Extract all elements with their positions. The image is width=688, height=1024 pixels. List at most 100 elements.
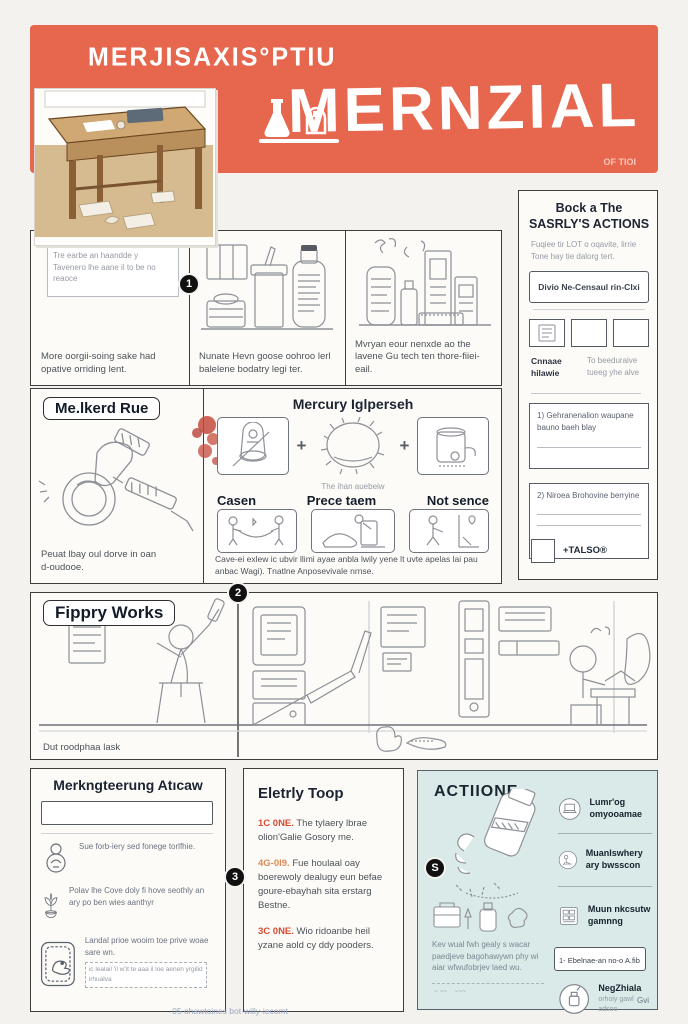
row4-left-item-1: Sue forb-iery sed fonege torlfhie.	[41, 841, 217, 875]
laptop-icon	[558, 798, 581, 820]
divider	[432, 983, 544, 984]
step-3: 3C 0NE. Wio ridoanbe heil yzane aold cy …	[258, 925, 390, 954]
actions-item-3: Muun nkcsutw gamnng	[558, 887, 652, 945]
flask-and-bell-icon	[259, 99, 339, 143]
document-icon	[538, 324, 556, 342]
divider	[41, 833, 213, 834]
row3-panel: Fippry Works	[30, 584, 658, 760]
row2-panel-group: Me.lkerd Rue Peuat lbay oul dorve in oan…	[30, 388, 502, 584]
step-2-lead: 4G-0I9.	[258, 857, 290, 869]
sidebar-intro: Fuqiee tir LOT o oqavite, lirrie Tone ha…	[531, 240, 637, 261]
supplies-icons	[433, 902, 528, 932]
plus-sign: +	[399, 436, 410, 455]
row4-left-item-3-text: Landal prioe wooim toe prive woae sare w…	[84, 936, 209, 957]
divider	[533, 309, 645, 310]
row2-left-caption: Peuat lbay oul dorve in oan d-oudooe.	[41, 549, 157, 574]
row4-left-fine-print: ic lealail 'il w'it te aaa il loe aenen …	[88, 966, 203, 983]
sidebar-item-1[interactable]: 1) Gehranenalion waupane bauno baeh blay	[529, 403, 649, 469]
step-2: 4G-0I9. Fue houlaal oay boerewoly dealug…	[258, 857, 390, 914]
sidebar-title: Bock a The SASRLY'S ACTIONS	[528, 201, 650, 231]
actions-item-1-label: Lumr'og omyooamae	[589, 797, 642, 819]
flower-pot-icon	[44, 893, 58, 918]
step-badge-2: 2	[229, 584, 247, 602]
figure-pump-icon	[311, 509, 395, 553]
sidebar-checkbox-label: +TALSO®	[563, 545, 608, 556]
step-1: 1C 0NE. The tylaery lbrae olion'Galie Go…	[258, 817, 390, 846]
row4-left-title: Merkngteerung Atıcaw	[53, 777, 203, 793]
step-2-text: Fue houlaal oay boerewoly dealugy eun be…	[258, 857, 383, 912]
red-splatter-icon	[192, 416, 220, 465]
row2-left-title: Me.lkerd Rue	[43, 397, 161, 420]
plus-sign: +	[296, 436, 307, 455]
sidebar-thumb-2[interactable]	[571, 319, 607, 347]
row2-right-title: Mercury Iglperseh	[292, 396, 414, 412]
sidebar-actions-panel: Bock a The SASRLY'S ACTIONS Fuqiee tir L…	[518, 190, 658, 580]
sidebar-button[interactable]: Divio Ne-Censaul rin-CIxi	[529, 271, 649, 303]
mercury-label-3: Not sence	[426, 493, 489, 508]
canister-icon	[417, 417, 489, 475]
bird-stamp-icon	[40, 941, 75, 987]
row4-middle-title: Eletrly Toop	[258, 785, 344, 802]
sidebar-button-label: Divio Ne-Censaul rin-CIxi	[538, 282, 640, 292]
actions-item-4: NegZhiala orhoiy gawl adsoo	[558, 977, 652, 1021]
row1-panel-3: Mvryan eour nenxde ao the lavene Gu tech…	[345, 231, 503, 385]
row4-left-item-2: Polav lhe Cove doly fi hove seothly an a…	[41, 885, 217, 929]
sidebar-item-2-text: 2) Niroea Brohovine berryine	[537, 491, 640, 500]
lab-bench-sketch	[201, 244, 333, 330]
step-badge-1: 1	[180, 275, 198, 293]
row1-panel1-note: Tre earbe an haandde y Tavenero lhe aane…	[53, 251, 156, 284]
row1-panel-group: Tre earbe an haandde y Tavenero lhe aane…	[30, 230, 502, 386]
grid-icon	[560, 907, 578, 925]
sidebar-row-note: To beeduraive tueeg yhe alve	[587, 356, 640, 377]
row4-actions-panel: ACTIIONE S Kev wual fwh gealy s wacar pa…	[417, 770, 658, 1014]
actions-item-1: Lumr'og omyooamae	[558, 785, 652, 833]
workshop-comic-sketch	[39, 593, 651, 757]
row2-divider	[203, 389, 204, 583]
header-small-title: MERJISAXIS°PTIU	[88, 42, 337, 72]
actions-item-4-sub: orhoiy gawl adsoo	[598, 995, 634, 1013]
sidebar-checkbox[interactable]	[531, 539, 555, 563]
row4-left-panel: Merkngteerung Atıcaw Sue forb-iery sed f…	[30, 768, 226, 1012]
desk-person-icon	[558, 850, 577, 870]
row2-right-caption: Cave-ei exlew ic ubvir llimi ayae anbla …	[215, 554, 478, 576]
figures-hammock-icon	[217, 509, 297, 553]
row3-title: Fippry Works	[43, 600, 176, 626]
mercury-label-2: Prece taem	[306, 493, 377, 508]
row1-panel-1: Tre earbe an haandde y Tavenero lhe aane…	[31, 231, 189, 385]
step-1-lead: 1C 0NE.	[258, 818, 294, 829]
header-sub-note: OF TIOI	[603, 157, 637, 167]
actions-item-2-label: Muanlswhery ary bwsscon	[585, 848, 643, 870]
sidebar-thumb-1[interactable]	[529, 319, 565, 347]
row1-divider-1	[189, 231, 190, 385]
actions-footnote: ~ ~~ ~~~	[434, 988, 466, 995]
sidebar-row-label: Cnnaae hilawie	[531, 356, 562, 378]
step-1-text: The tylaery lbrae olion'Galie Gosory me.	[258, 818, 368, 844]
divider	[531, 393, 641, 394]
row1-panel2-caption: Nunate Hevn goose oohroo lerl balelene b…	[199, 351, 331, 376]
figure-wall-icon	[409, 509, 489, 553]
hand-bottle-sketch	[455, 789, 536, 899]
stamp-figure-icon	[46, 843, 66, 873]
sidebar-thumb-3[interactable]	[613, 319, 649, 347]
row1-panel-2: Nunate Hevn goose oohroo lerl balelene b…	[189, 231, 345, 385]
actions-badge: S	[426, 859, 444, 877]
row1-panel1-caption: More oorgii-soing sake had opative orrid…	[41, 351, 156, 376]
desk-illustration-card	[34, 88, 216, 246]
search-input[interactable]	[41, 801, 213, 825]
step-badge-3: 3	[226, 868, 244, 886]
actions-item-2: Muanlswhery ary bwsscon	[558, 834, 652, 886]
row2-right-panel: Mercury Iglperseh + +	[203, 389, 503, 583]
step-3-lead: 3C 0NE.	[258, 925, 294, 937]
row1-panel3-caption: Mvryan eour nenxde ao the lavene Gu tech…	[355, 338, 480, 376]
vessel-person-icon	[217, 417, 289, 475]
row4-middle-panel: Eletrly Toop 1C 0NE. The tylaery lbrae o…	[243, 768, 404, 1012]
row4-left-item-3: Landal prioe wooim toe prive woae sare w…	[39, 935, 219, 993]
actions-boxed-item-label: 1- Ebelnae-an no-o A.fib	[559, 956, 640, 965]
actions-boxed-item[interactable]: 1- Ebelnae-an no-o A.fib	[554, 947, 646, 971]
step-3-text: Wio ridoanbe heil yzane aold cy ddy pood…	[258, 925, 374, 951]
row2-right-subcaption: The ihan auebeiw	[321, 482, 385, 491]
row4-left-item-2-text: Polav lhe Cove doly fi hove seothly an a…	[68, 886, 205, 907]
row1-divider-2	[345, 231, 346, 385]
actions-corner-note: Gvi	[637, 996, 649, 1005]
sidebar-item-1-text: 1) Gehranenalion waupane bauno baeh blay	[537, 411, 634, 432]
